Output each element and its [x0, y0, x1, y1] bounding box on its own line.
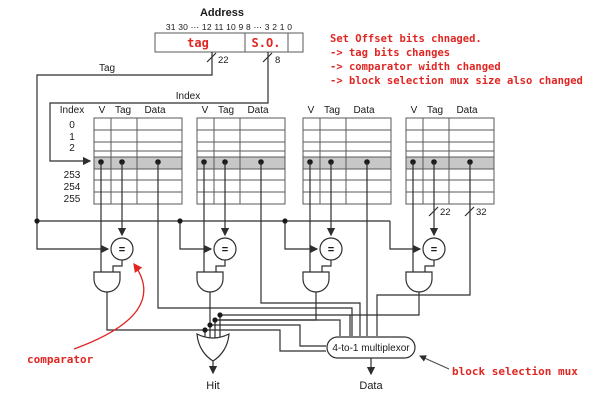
and-gate-2	[196, 271, 224, 293]
annotation-line-1: Set Offset bits chnaged.	[330, 33, 482, 45]
col-header-v: V	[308, 105, 315, 116]
equals-symbol: =	[431, 244, 437, 256]
highlighted-set-row	[303, 157, 391, 169]
junction-dot	[212, 317, 218, 323]
col-header-tag: Tag	[115, 105, 131, 116]
index-wire-label: Index	[176, 91, 200, 102]
cache-table-way3: V Tag Data	[302, 105, 392, 205]
junction-dot	[207, 322, 213, 328]
equals-symbol: =	[222, 244, 228, 256]
or-gate	[196, 332, 230, 362]
row-label-255: 255	[64, 194, 81, 205]
col-header-data: Data	[456, 105, 478, 116]
row-label-1: 1	[69, 132, 75, 143]
set-offset-field-label: S.O.	[252, 36, 281, 50]
comparator-annotation-arrow	[73, 262, 145, 350]
col-header-data: Data	[353, 105, 375, 116]
comparator-output-wires	[112, 260, 435, 272]
row-label-2: 2	[69, 143, 75, 154]
index-wire	[49, 52, 269, 166]
mux-annotation-arrow	[419, 355, 450, 370]
data-wire-way2	[260, 162, 361, 336]
junction-dot	[282, 218, 288, 224]
col-header-data: Data	[144, 105, 166, 116]
offset-width-label: 8	[275, 55, 280, 66]
address-field-rect	[154, 32, 304, 53]
table-output-wires: 22 32	[100, 162, 487, 272]
col-header-v: V	[411, 105, 418, 116]
address-title: Address	[200, 7, 244, 19]
comparator-annotation-label: comparator	[27, 353, 94, 366]
data-wire-way1	[157, 162, 353, 336]
way4-tag-width-label: 22	[440, 207, 451, 218]
cache-table-way4: V Tag Data	[405, 105, 495, 205]
mux-annotation-label: block selection mux	[452, 365, 578, 378]
comparators: = = = =	[110, 237, 446, 272]
valid-wires	[100, 162, 414, 272]
tag-branch-4	[389, 221, 422, 254]
cache-table-way1: V Tag Data	[93, 105, 183, 205]
equals-symbol: =	[119, 244, 125, 256]
tag-field-label: tag	[187, 36, 209, 50]
mux-group: 4-to-1 multiplexor Data	[326, 336, 416, 392]
col-header-v: V	[202, 105, 209, 116]
tag-width-label: 22	[218, 55, 229, 66]
tag-wire	[36, 52, 213, 254]
and-gate-1	[93, 271, 121, 293]
tag-wire-label: Tag	[99, 63, 115, 74]
data-label: Data	[359, 380, 383, 392]
row-label-254: 254	[64, 182, 81, 193]
junction-dot	[202, 327, 208, 333]
index-column: Index 0 1 2 253 254 255	[60, 105, 84, 205]
index-column-header: Index	[60, 105, 84, 116]
equals-symbol: =	[328, 244, 334, 256]
and-gate-4	[405, 271, 433, 293]
highlighted-set-row	[406, 157, 494, 169]
hit-label: Hit	[206, 380, 219, 392]
or-gate-group: Hit	[196, 332, 230, 392]
way4-tag-slash	[428, 206, 439, 217]
cache-table-way2: V Tag Data	[196, 105, 286, 205]
address-wires: 22 8 Tag Index	[36, 52, 280, 254]
or-input-stubs	[204, 315, 221, 341]
col-header-tag: Tag	[324, 105, 340, 116]
junction-dot	[34, 218, 40, 224]
annotations: Set Offset bits chnaged. -> tag bits cha…	[27, 33, 583, 378]
col-header-v: V	[99, 105, 106, 116]
offset-width-slash	[262, 52, 273, 63]
junction-dot	[177, 218, 183, 224]
and-gates	[93, 271, 433, 293]
col-header-tag: Tag	[427, 105, 443, 116]
mux-label: 4-to-1 multiplexor	[332, 343, 410, 354]
and-gate-3	[302, 271, 330, 293]
hit-select-wires	[106, 292, 420, 352]
address-box: Address 31 30 ⋯ 12 11 10 9 8 ⋯ 3 2 1 0 t…	[154, 7, 304, 53]
col-header-tag: Tag	[218, 105, 234, 116]
tag-branch-3	[284, 221, 319, 254]
junction-dot	[217, 312, 223, 318]
address-bit-numbers: 31 30 ⋯ 12 11 10 9 8 ⋯ 3 2 1 0	[166, 22, 292, 32]
annotation-line-3: -> comparator width changed	[330, 61, 501, 73]
annotation-line-4: -> block selection mux size also changed	[330, 75, 583, 87]
row-label-0: 0	[69, 120, 75, 131]
tag-width-slash	[206, 52, 217, 63]
way4-data-width-label: 32	[476, 207, 487, 218]
highlighted-set-row	[94, 157, 182, 169]
col-header-data: Data	[247, 105, 269, 116]
row-label-253: 253	[64, 170, 81, 181]
tag-branch-2	[179, 221, 213, 254]
highlighted-set-row	[197, 157, 285, 169]
annotation-line-2: -> tag bits changes	[330, 47, 450, 59]
